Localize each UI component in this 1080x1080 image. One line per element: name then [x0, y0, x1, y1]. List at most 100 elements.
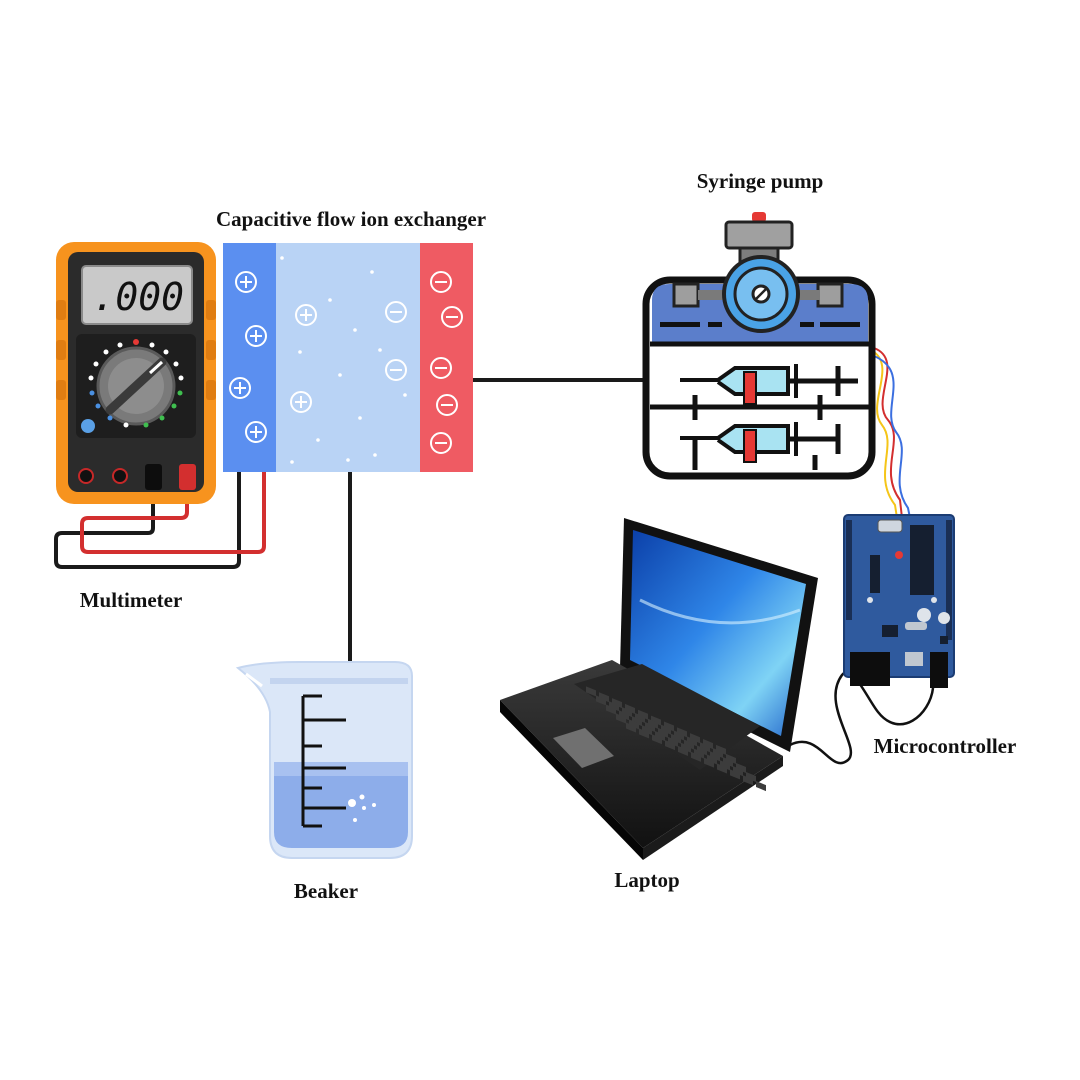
key [690, 733, 700, 744]
key [622, 707, 632, 718]
particle [316, 438, 320, 442]
multimeter-display [81, 265, 193, 325]
particle [378, 348, 382, 352]
key [612, 698, 622, 709]
key [720, 760, 730, 771]
label-laptop: Laptop [614, 868, 679, 892]
red-probe-wire [80, 472, 266, 554]
key [684, 739, 694, 750]
syringe-top [680, 364, 858, 405]
key [704, 757, 714, 768]
key [678, 745, 688, 756]
key [596, 695, 606, 706]
anion-icon [385, 359, 407, 381]
electrolyte-particles [280, 256, 407, 464]
key [599, 692, 609, 703]
label-beaker: Beaker [294, 879, 358, 903]
key [668, 736, 678, 747]
key [687, 736, 697, 747]
cation-icon [245, 325, 267, 347]
multimeter-reading: .000 [92, 275, 184, 319]
key [710, 751, 720, 762]
key [616, 713, 626, 724]
key [638, 709, 648, 720]
cation-icon [229, 377, 251, 399]
key [629, 719, 639, 730]
key [639, 728, 649, 739]
multimeter: .000 [56, 242, 216, 504]
particle [290, 460, 294, 464]
anion-icon [441, 306, 463, 328]
negative-electrode [420, 243, 473, 472]
particle [403, 393, 407, 397]
key [625, 703, 635, 714]
positive-electrode [223, 243, 276, 472]
laptop-screen [630, 530, 806, 736]
ion-symbols [229, 271, 463, 454]
cation-icon [235, 271, 257, 293]
particle [373, 453, 377, 457]
particle [346, 458, 350, 462]
key [674, 730, 684, 741]
key [726, 753, 736, 764]
keyboard-keys [586, 686, 766, 792]
key [635, 712, 645, 723]
syringe-bottom [680, 422, 841, 463]
key [723, 757, 733, 768]
beaker-scale [301, 694, 346, 828]
particle [338, 373, 342, 377]
ion-exchanger [223, 243, 473, 472]
key [609, 701, 619, 712]
key [642, 725, 652, 736]
microcontroller-board [843, 514, 955, 688]
key [713, 748, 723, 759]
label-exchanger: Capacitive flow ion exchanger [216, 207, 486, 231]
particle [328, 298, 332, 302]
key [661, 724, 671, 735]
key [652, 734, 662, 745]
electrolyte-channel [276, 243, 420, 472]
key [586, 686, 596, 697]
anion-icon [430, 271, 452, 293]
key [746, 772, 756, 783]
jack-ma [112, 468, 128, 484]
key [655, 731, 665, 742]
key [648, 718, 658, 729]
key [619, 710, 629, 721]
laptop-touchpad[interactable] [553, 728, 614, 768]
laptop-keyboard [574, 664, 760, 770]
particle [280, 256, 284, 260]
signal-wire-yellow [873, 351, 898, 519]
jack-com [78, 468, 94, 484]
key [700, 742, 710, 753]
key [651, 715, 661, 726]
particle [358, 416, 362, 420]
label-syringe-pump: Syringe pump [697, 169, 824, 193]
key [707, 754, 717, 765]
cation-icon [290, 391, 312, 413]
particle [298, 350, 302, 354]
key [632, 716, 642, 727]
wires [54, 347, 935, 765]
key [681, 742, 691, 753]
key [677, 727, 687, 738]
cation-icon [245, 421, 267, 443]
key [671, 733, 681, 744]
key [658, 727, 668, 738]
red-probe-plug [179, 464, 196, 490]
cation-icon [295, 304, 317, 326]
key [703, 739, 713, 750]
black-probe-wire [54, 472, 241, 569]
anion-icon [436, 394, 458, 416]
particle [370, 270, 374, 274]
key [697, 745, 707, 756]
key [756, 781, 766, 792]
key [606, 704, 616, 715]
label-multimeter: Multimeter [80, 588, 183, 612]
particle [353, 328, 357, 332]
key [645, 721, 655, 733]
key [743, 775, 753, 786]
hold-button[interactable] [81, 419, 95, 433]
key [694, 748, 704, 759]
key [664, 721, 674, 732]
